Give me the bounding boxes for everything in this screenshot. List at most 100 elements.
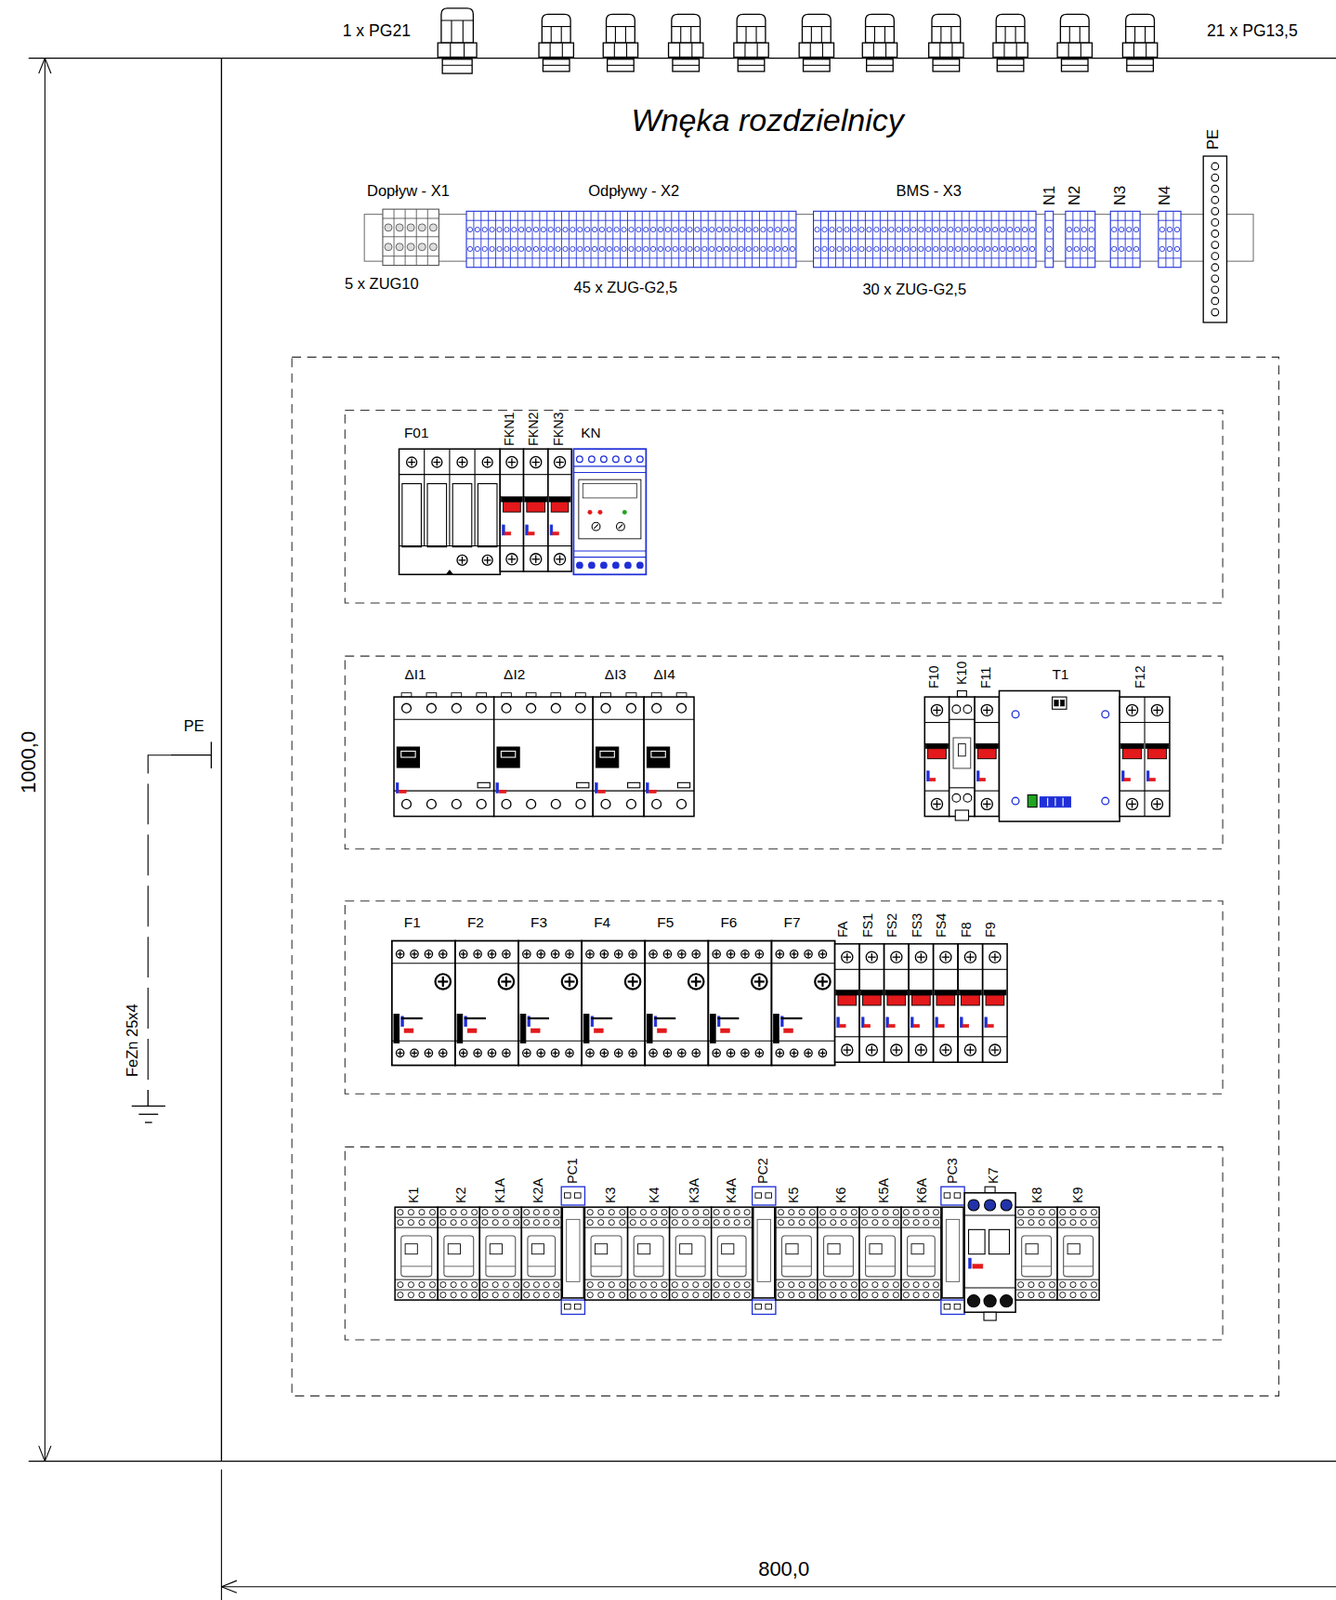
module-line [628,1279,670,1281]
gland-thread [1060,59,1088,72]
title-wrap: Wnęka rozdzielnicy [630,102,904,139]
terminal-screw [526,703,537,713]
gland-detail [995,26,1025,27]
label-wrap: PC2 [755,1183,782,1199]
label-wrap: FS4 [933,937,958,953]
terminal-screw [851,246,857,251]
motor-breaker: F5 [644,941,708,1066]
module-line [644,962,708,964]
terminal-screw [384,243,393,251]
label-wrap: PE [1204,149,1225,168]
gland-detail [950,26,952,44]
terminal-screw [851,226,857,232]
label-wrap: K3 [602,1203,619,1219]
terminal-screw [489,226,495,232]
device-label: K5 [785,1186,801,1203]
relay: K2A [521,1206,562,1300]
module-line [399,473,501,475]
screw-slot [603,1049,605,1056]
terminal-screw [985,246,991,251]
lever [583,1014,589,1044]
terminal-screw [651,1209,657,1216]
device-label: F7 [783,914,800,931]
screw-terminal [424,950,433,958]
time-relay-top [561,1186,585,1206]
handle-band [500,497,523,502]
status-mark [530,1028,540,1033]
terminal-screw [923,1209,930,1216]
label-wrap: F12 [1132,688,1156,704]
terminal-divider [707,210,709,267]
terminal-divider [857,210,859,267]
device-label: N3 [1111,185,1129,206]
terminal-screw [548,226,553,232]
time-relay [942,1206,964,1298]
status-mark [929,777,936,781]
terminal-screw [540,246,546,251]
screw-slot [871,1046,873,1054]
terminal-divider [894,210,896,267]
terminal-screw [587,1282,593,1288]
breaker-handle [1147,748,1166,760]
screw-terminal [506,553,518,565]
terminal-divider [670,210,672,267]
terminal-divider [1158,237,1181,239]
circuit-breaker: FKN1 [499,448,524,572]
terminal-screw [511,226,517,232]
terminal-screw [440,1219,446,1226]
screw-terminal [1126,704,1139,716]
terminal-screw [402,703,412,713]
terminal-divider [510,210,511,267]
terminal-screw [1021,226,1027,232]
terminal-screw [601,456,608,463]
terminal-screw [450,1282,457,1288]
contactor-window [988,1229,1009,1254]
screw-terminal [1126,798,1139,810]
module-line [521,1289,562,1291]
terminal-screw [418,223,426,232]
relay-socket [675,1235,706,1277]
screw-terminal [841,1044,853,1056]
terminal-screw [504,246,510,251]
drawing-label: 21 x PG13,5 [1206,21,1298,40]
relay-socket [717,1235,747,1277]
relay-module: K10 [949,696,975,816]
gland-detail [1126,65,1154,66]
circuit-breaker: FKN2 [523,448,549,572]
front-label [582,484,637,498]
terminal-screw [943,1192,951,1198]
terminal-screw [984,1199,996,1211]
terminal-screw [872,1282,878,1288]
terminal-divider [902,210,904,267]
relay-window [785,1244,799,1255]
terminal-screw [713,1292,720,1298]
terminal-screw [482,1219,488,1226]
label-wrap: T1 [1051,666,1069,683]
module-line [884,969,909,970]
terminal-screw [911,246,917,251]
terminal-screw [533,226,538,232]
terminal-screw [1060,1282,1066,1288]
terminal-screw [672,226,678,232]
terminal-screw [629,1292,636,1298]
screw-terminal [459,950,468,958]
screw-terminal [457,554,468,565]
gland-detail [691,42,693,57]
terminal-divider [487,210,489,267]
screw-terminal [615,950,623,958]
screw-slot [846,1046,848,1054]
terminal-screw [1007,226,1012,232]
terminal-divider [1165,210,1166,267]
module-line [859,1279,902,1281]
terminal-screw [492,1209,498,1216]
screw-slot [413,951,415,957]
lever [457,1014,462,1044]
terminal-screw [418,243,426,251]
gland-cap [606,13,636,43]
label-wrap: F3 [530,914,548,931]
status-mark [959,1017,963,1028]
gland-detail [736,26,766,27]
terminal-screw [608,1292,615,1298]
screw-slot [461,458,463,467]
status-mark [962,1024,970,1028]
